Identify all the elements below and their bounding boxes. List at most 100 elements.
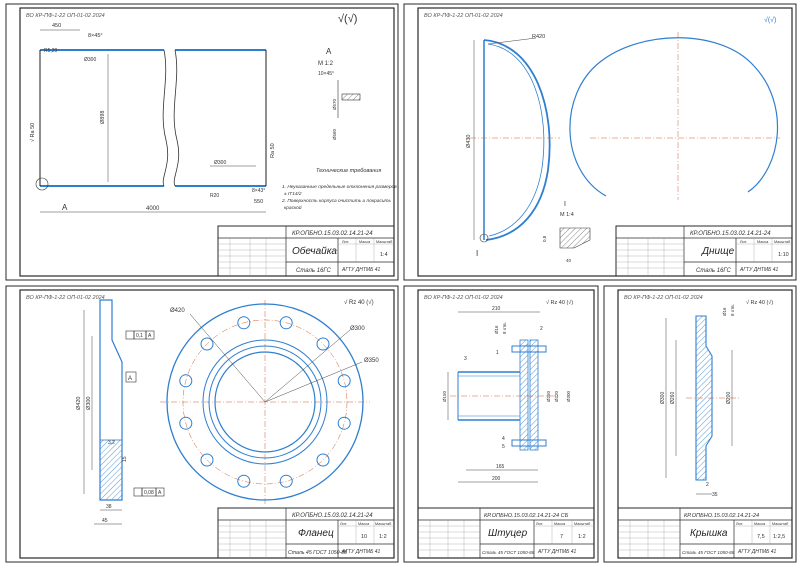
title-scale: 1:2 xyxy=(379,534,387,540)
dim-d250: Ø250 xyxy=(546,390,551,402)
title-hdr-lit: Лит. xyxy=(536,522,543,526)
datum-A: А xyxy=(128,376,132,382)
dim-d420-front: Ø420 xyxy=(170,308,185,314)
stamp-rotated: ВО КР-ПФ-1-22 ОП-01-02 2024 xyxy=(424,13,503,19)
tt-line-3: 2. Поверхность корпуса очистить и покрас… xyxy=(281,198,392,204)
tt-line-4: краской xyxy=(284,204,302,211)
dim-d150: Ø150 xyxy=(442,390,447,402)
sheet-kryshka: ВО КР-ПФ-1-22 ОП-01-02 2024 √ Rz 40 (√) … xyxy=(603,285,797,563)
title-material: Сталь 45 ГОСТ 1050-88 xyxy=(288,550,347,556)
bolt-hole xyxy=(337,416,351,430)
dim-d300: Ø300 xyxy=(566,390,571,402)
title-hdr-lit: Лит. xyxy=(340,522,347,526)
dim-d430: Ø430 xyxy=(466,135,472,148)
flange-section-view: Ø420 Ø300 0,1 А А 3,2 0,08 А 38 45 15 xyxy=(76,299,165,525)
title-org: АГТУ ДНТМБ 41 xyxy=(341,267,381,273)
nozzle-assembly-view: 210 8 отв. Ø16 Ø150 Ø250 Ø220 Ø300 165 2 xyxy=(442,306,571,483)
dim-d300-front: Ø300 xyxy=(350,326,365,332)
dim-560: Ø560 xyxy=(332,128,337,140)
view-A-scale: М 1:2 xyxy=(318,61,334,67)
cover-section-view: Ø300 Ø260 Ø200 Ø16 8 отв. 35 2 xyxy=(660,304,740,498)
dim-d300: Ø300 xyxy=(660,392,666,404)
title-hdr-scale: Масштаб xyxy=(376,240,393,244)
title-hdr-mass: Масса xyxy=(358,522,370,526)
dim-chamfer-top: 8×45° xyxy=(88,33,103,39)
title-org: АГТУ ДНТМБ 41 xyxy=(341,549,381,555)
bolt-hole xyxy=(179,374,193,388)
pos-3: 3 xyxy=(464,356,467,362)
title-hdr-scale: Масштаб xyxy=(772,522,789,526)
dim-45: 45 xyxy=(102,518,108,524)
dim-r20: R20 xyxy=(210,193,219,199)
dim-08: 0,8 xyxy=(542,235,547,242)
title-name: Обечайка xyxy=(292,245,337,257)
title-scale: 1:4 xyxy=(380,252,388,258)
tol-value-1: 0,1 xyxy=(136,333,143,339)
bolt-hole xyxy=(200,453,214,467)
title-block-2: КР.ОПБНО.15.03.02.14.21-24 Днище Сталь 1… xyxy=(615,225,793,277)
dim-d420: Ø420 xyxy=(76,397,82,410)
mark-A: А xyxy=(62,203,68,212)
dim-38: 38 xyxy=(106,504,112,510)
stamp-rotated: ВО КР-ПФ-1-22 ОП-01-02 2024 xyxy=(424,295,503,301)
title-hdr-mass: Масса xyxy=(359,240,371,244)
title-mass: 7,5 xyxy=(757,534,765,540)
pos-1: 1 xyxy=(496,350,499,356)
sheet-dnishe: ВО КР-ПФ-1-22 ОП-01-02 2024 √(√) R420 Ø4… xyxy=(403,3,797,281)
title-block-1: КР.ОПБНО.15.03.02.14.21-24 Обечайка Стал… xyxy=(217,225,395,277)
title-org: АГТУ ДНТМБ 41 xyxy=(537,549,577,555)
dim-8holes: 8 отв. xyxy=(730,304,735,316)
dim-15: 15 xyxy=(122,456,128,462)
title-hdr-lit: Лит. xyxy=(736,522,743,526)
tech-requirements: Технические требования 1. Неуказанные пр… xyxy=(281,168,397,211)
dim-8holes: 8 отв. xyxy=(502,322,507,334)
pos-4: 4 xyxy=(502,436,505,442)
bolt-hole xyxy=(279,316,293,330)
title-material: Сталь 16ГС xyxy=(696,268,731,274)
mark-I: I xyxy=(476,249,478,258)
dim-d260: Ø260 xyxy=(670,392,676,404)
pos-5: 5 xyxy=(502,444,505,450)
title-hdr-mass: Масса xyxy=(757,240,769,244)
dim-165: 165 xyxy=(496,464,505,470)
view-A-label: А xyxy=(326,47,332,56)
dim-10x45: 10×45° xyxy=(318,71,334,77)
bolt-hole xyxy=(316,453,330,467)
title-org: АГТУ ДНТМБ 41 xyxy=(739,267,779,273)
title-scale: 1:10 xyxy=(778,252,789,258)
title-material: Сталь 45 ГОСТ 1050-88 xyxy=(682,550,735,555)
title-designation: КР.ОПБНО.15.03.02.14.21-24 xyxy=(684,513,759,519)
title-mass: 10 xyxy=(361,534,367,540)
dim-d300: Ø300 xyxy=(86,397,92,410)
detail-view-I: I М 1:4 0,8 40 xyxy=(542,201,591,263)
dim-d300-top: Ø300 xyxy=(84,57,96,63)
dim-550: 550 xyxy=(254,199,263,205)
title-mass: 7 xyxy=(560,534,563,540)
dim-d350-front: Ø350 xyxy=(364,358,379,364)
tol-datum-2: А xyxy=(158,490,162,496)
pos-2: 2 xyxy=(540,326,543,332)
dim-570: Ø570 xyxy=(332,98,337,110)
title-org: АГТУ ДНТМБ 41 xyxy=(737,549,777,555)
flange-front-view: Ø420 Ø300 Ø350 xyxy=(160,300,379,505)
roughness-mark: √ Rz 40 (√) xyxy=(546,299,573,306)
dim-40: 40 xyxy=(566,258,572,263)
title-name: Штуцер xyxy=(488,528,528,539)
sheet-obechaika: ВО КР-ПФ-1-22 ОП-01-02 2024 √(√) 450 8×4… xyxy=(5,3,399,281)
dim-r420: R420 xyxy=(532,34,545,40)
bolt-hole xyxy=(237,316,251,330)
dim-2: 2 xyxy=(706,482,709,488)
roughness-left: √ Ra 50 xyxy=(29,123,36,142)
dim-450: 450 xyxy=(52,23,61,29)
title-material: Сталь 16ГС xyxy=(296,268,331,274)
roughness-right: Ra 50 xyxy=(270,143,276,158)
dim-d220: Ø220 xyxy=(554,390,559,402)
head-section-view: R420 Ø430 I xyxy=(466,34,560,258)
tt-title: Технические требования xyxy=(316,168,381,174)
title-designation: КР.ОПБНО.15.03.02.14.21-24 xyxy=(690,231,771,237)
shell-view: 450 8×45° R5,20 Ø300 Ø898 Ø300 R20 8×43°… xyxy=(29,23,276,213)
dim-210: 210 xyxy=(492,306,501,312)
tol-datum-1: А xyxy=(148,333,152,339)
